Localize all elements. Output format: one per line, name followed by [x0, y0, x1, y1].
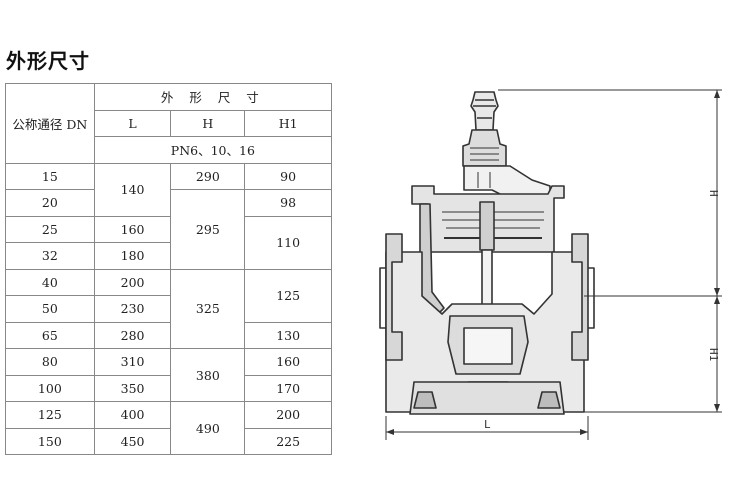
- dn-cell: 80: [5, 348, 95, 376]
- l-cell: 140: [93, 162, 172, 217]
- h-cell: 295: [170, 189, 246, 270]
- h1-cell: 130: [244, 321, 332, 349]
- dn-header: 公称通径 DN: [5, 83, 95, 164]
- h1-cell: 125: [244, 268, 332, 323]
- h1-cell: 90: [244, 162, 332, 190]
- l-cell: 310: [93, 348, 172, 376]
- dimension-label-H: H: [707, 190, 720, 197]
- dn-cell: 40: [5, 268, 95, 296]
- h1-cell: 225: [244, 427, 332, 455]
- h-cell: 325: [170, 268, 246, 349]
- pressure-rating: PN6、10、16: [93, 136, 333, 164]
- col-header-L: L: [93, 109, 172, 137]
- h1-cell: 200: [244, 401, 332, 429]
- right-flange: [571, 233, 589, 361]
- left-flange: [385, 233, 403, 361]
- h1-cell: 160: [244, 348, 332, 376]
- col-header-H1: H1: [244, 109, 332, 137]
- dn-cell: 25: [5, 215, 95, 243]
- l-cell: 280: [93, 321, 172, 349]
- h-cell: 380: [170, 348, 246, 402]
- l-cell: 180: [93, 242, 172, 270]
- l-cell: 450: [93, 427, 172, 455]
- dn-cell: 32: [5, 242, 95, 270]
- adjusting-screw: [470, 91, 499, 131]
- h1-cell: 98: [244, 189, 332, 217]
- dn-cell: 50: [5, 295, 95, 323]
- h1-cell: 170: [244, 374, 332, 402]
- dimension-label-H1: H1: [707, 348, 720, 361]
- dn-cell: 100: [5, 374, 95, 402]
- l-cell: 350: [93, 374, 172, 402]
- l-cell: 400: [93, 401, 172, 429]
- dimension-label-L: L: [484, 418, 491, 431]
- dn-cell: 65: [5, 321, 95, 349]
- l-cell: 230: [93, 295, 172, 323]
- h-cell: 290: [170, 162, 246, 190]
- dimension-table: 公称通径 DN 外 形 尺 寸 L H H1 PN6、10、16 15 140 …: [5, 83, 333, 455]
- l-cell: 200: [93, 268, 172, 296]
- valve-drawing: H H1 L: [379, 89, 722, 440]
- dn-cell: 150: [5, 427, 95, 455]
- dimension-group-header: 外 形 尺 寸: [93, 83, 333, 111]
- page-title: 外形尺寸: [6, 49, 90, 73]
- h1-cell: 110: [244, 215, 332, 270]
- h-cell: 490: [170, 401, 246, 455]
- dn-cell: 15: [5, 162, 95, 190]
- dn-cell: 125: [5, 401, 95, 429]
- l-cell: 160: [93, 215, 172, 243]
- dn-cell: 20: [5, 189, 95, 217]
- col-header-H: H: [170, 109, 246, 137]
